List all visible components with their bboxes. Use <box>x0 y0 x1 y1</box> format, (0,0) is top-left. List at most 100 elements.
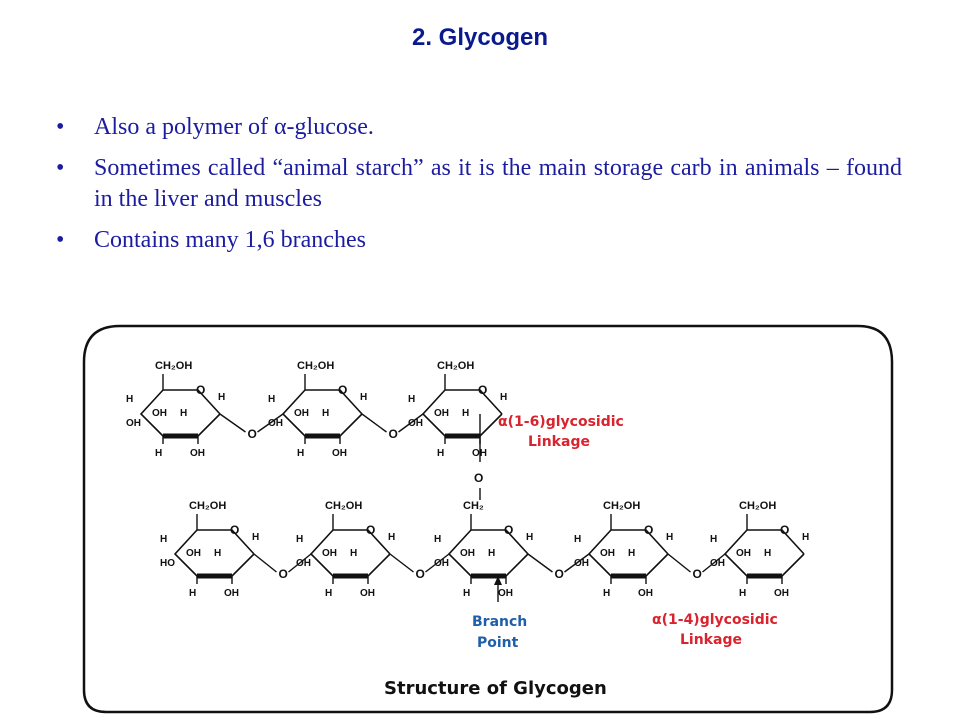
hydrogen-label: H <box>666 532 673 543</box>
alpha-1-6-linkage-label: Linkage <box>528 434 590 450</box>
glucose-ring-edge <box>339 413 363 437</box>
hydroxyl-label: OH <box>322 548 337 559</box>
hydrogen-label: H <box>325 588 332 599</box>
hydroxyl-label: OH <box>190 448 205 459</box>
bullet-item: •Sometimes called “animal starch” as it … <box>56 153 902 215</box>
glucose-ring-edge <box>505 553 529 577</box>
hydrogen-label: H <box>437 448 444 459</box>
ch2oh-label: CH₂OH <box>739 500 776 512</box>
hydrogen-label: H <box>189 588 196 599</box>
ch2oh-label: CH₂OH <box>325 500 362 512</box>
hydrogen-label: H <box>126 394 133 405</box>
hydrogen-label: H <box>526 532 533 543</box>
ring-oxygen-label: O <box>644 523 653 537</box>
hydroxyl-label: OH <box>574 558 589 569</box>
glycosidic-oxygen-label: O <box>693 567 702 581</box>
branch-point-label: Branch <box>472 614 527 630</box>
glycosidic-oxygen-label: O <box>474 471 483 485</box>
glycosidic-bond <box>702 553 726 573</box>
hydrogen-label: H <box>180 408 187 419</box>
hydroxyl-label: OH <box>186 548 201 559</box>
bullet-dot: • <box>56 114 65 140</box>
hydrogen-label: H <box>322 408 329 419</box>
hydrogen-label: H <box>218 392 225 403</box>
hydrogen-label: H <box>360 392 367 403</box>
glycosidic-bond <box>527 553 553 573</box>
hydrogen-label: H <box>268 394 275 405</box>
glycosidic-bond <box>219 413 246 433</box>
bullet-text: Contains many 1,6 branches <box>94 227 366 253</box>
hydrogen-label: H <box>214 548 221 559</box>
figure-caption: Structure of Glycogen <box>384 678 607 699</box>
hydroxyl-label: OH <box>294 408 309 419</box>
alpha-1-6-linkage-label: α(1-6)glycosidic <box>498 414 624 430</box>
hydrogen-label: H <box>297 448 304 459</box>
hydrogen-label: H <box>388 532 395 543</box>
bullet-item: • Contains many 1,6 branches <box>56 225 902 256</box>
hydrogen-label: H <box>296 534 303 545</box>
hydroxyl-label: OH <box>224 588 239 599</box>
hydrogen-label: H <box>462 408 469 419</box>
alpha-1-4-linkage-label: Linkage <box>680 632 742 648</box>
glycosidic-bond <box>425 553 450 573</box>
hydrogen-label: H <box>434 534 441 545</box>
hydroxyl-label: OH <box>774 588 789 599</box>
hydroxyl-label: OH <box>408 418 423 429</box>
glycosidic-oxygen-label: O <box>555 567 564 581</box>
branch-point-label: Point <box>477 635 519 651</box>
hydrogen-label: H <box>408 394 415 405</box>
ring-oxygen-label: O <box>780 523 789 537</box>
ring-oxygen-label: O <box>230 523 239 537</box>
ring-oxygen-label: O <box>478 383 487 397</box>
glycosidic-bond <box>667 553 691 573</box>
hydroxyl-label: OH <box>268 418 283 429</box>
hydrogen-label: H <box>500 392 507 403</box>
glucose-ring-edge <box>367 553 391 577</box>
glycosidic-bond <box>389 553 414 573</box>
hydrogen-label: H <box>463 588 470 599</box>
ring-oxygen-label: O <box>504 523 513 537</box>
hydrogen-label: H <box>710 534 717 545</box>
glycosidic-oxygen-label: O <box>389 427 398 441</box>
hydroxyl-label: OH <box>434 558 449 569</box>
glucose-ring-edge <box>645 553 669 577</box>
glycosidic-bond <box>253 553 277 573</box>
hydroxyl-label: OH <box>498 588 513 599</box>
glycosidic-bond <box>361 413 387 433</box>
bullet-text: Sometimes called “animal starch” as it i… <box>94 155 902 212</box>
bullet-dot: • <box>56 227 65 253</box>
hydrogen-label: H <box>350 548 357 559</box>
hydroxyl-label: OH <box>600 548 615 559</box>
ch2oh-label: CH₂OH <box>155 360 192 372</box>
ch2oh-label: CH₂OH <box>297 360 334 372</box>
hydroxyl-label: OH <box>460 548 475 559</box>
hydrogen-label: H <box>488 548 495 559</box>
hydrogen-label: H <box>739 588 746 599</box>
hydroxyl-label: OH <box>126 418 141 429</box>
glucose-ring-edge <box>781 553 805 577</box>
glycosidic-bond <box>257 413 284 433</box>
hydrogen-label: H <box>628 548 635 559</box>
hydroxyl-label: OH <box>332 448 347 459</box>
hydrogen-label: H <box>764 548 771 559</box>
glucose-ring-edge <box>231 553 255 577</box>
glycosidic-bond <box>288 553 312 573</box>
glycosidic-bond <box>564 553 590 573</box>
hydrogen-label: H <box>160 534 167 545</box>
hydrogen-label: H <box>155 448 162 459</box>
hydrogen-label: H <box>603 588 610 599</box>
hydroxyl-label: OH <box>638 588 653 599</box>
ch2oh-label: CH₂OH <box>603 500 640 512</box>
hydroxyl-label: OH <box>360 588 375 599</box>
hydrogen-label: H <box>802 532 809 543</box>
figure-frame <box>82 324 894 714</box>
glucose-ring-edge <box>479 413 503 437</box>
glycosidic-oxygen-label: O <box>416 567 425 581</box>
ch2oh-label: CH₂OH <box>189 500 226 512</box>
hydroxyl-label: OH <box>710 558 725 569</box>
ring-oxygen-label: O <box>366 523 375 537</box>
glycosidic-oxygen-label: O <box>248 427 257 441</box>
ch2oh-label: CH₂ <box>463 500 484 512</box>
